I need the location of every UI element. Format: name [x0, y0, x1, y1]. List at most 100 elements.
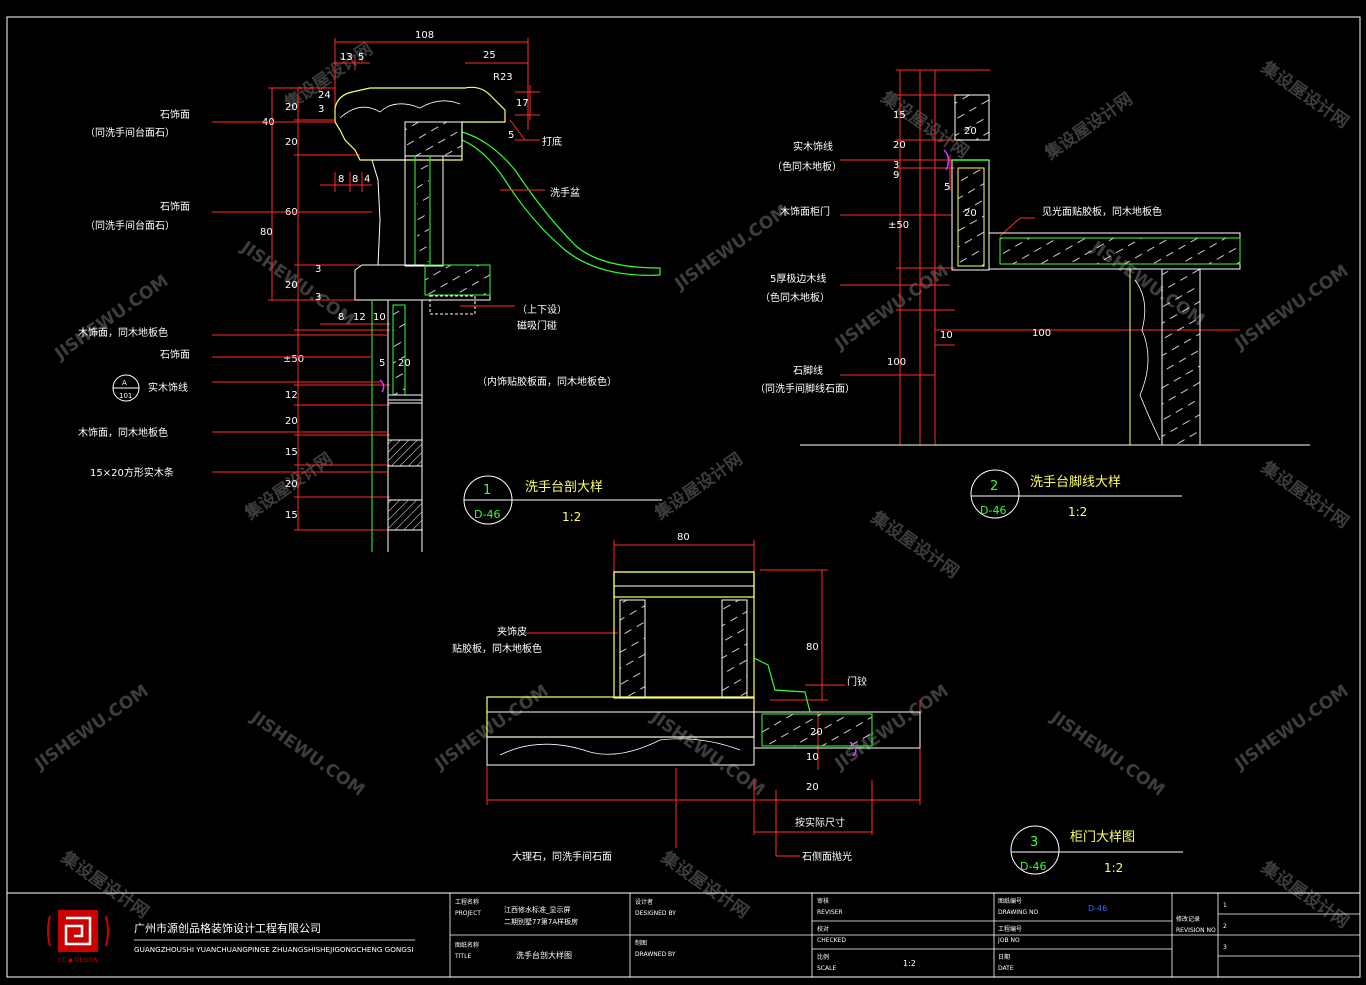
callout-number: 3: [1030, 835, 1038, 850]
drawing-no-label-cn: 图纸编号: [998, 897, 1022, 905]
section-tag: A 101: [112, 374, 140, 402]
dim-50: ±50: [283, 354, 304, 365]
project-value: 江西修水标准_显示屏: [504, 905, 571, 914]
label-stone-face: 石饰面: [160, 108, 190, 121]
reviser-label-en: REVISER: [817, 909, 843, 916]
dim-15: 15: [893, 110, 906, 121]
job-no-label-en: JOB NO: [997, 937, 1020, 944]
detail-3-section: 80 80 20 10 20 夹饰皮 贴胶板，同木地板色 门铰 大理石，同洗手间…: [452, 532, 1183, 875]
basin-outline: [461, 131, 661, 276]
detail-3-dimension-text: 80 80 20 10 20: [677, 532, 823, 793]
detail-2-dimension-lines: [840, 69, 1240, 445]
watermark-cn: 集设屋设计网: [866, 506, 962, 582]
detail-scale: 1:2: [1068, 505, 1087, 519]
dim-20: 20: [285, 102, 298, 113]
drawing-no-label-en: DRAWING NO: [998, 909, 1039, 916]
dim-5: 5: [379, 358, 385, 369]
dim-13: 13: [340, 52, 353, 63]
dim-5: 5: [944, 182, 950, 193]
company-name-en: GUANGZHOUSHI YUANCHUANGPINGE ZHUANGSHISH…: [134, 945, 414, 954]
dim-15: 15: [285, 510, 298, 521]
watermark-en: JISHEWU.COM: [1231, 261, 1353, 355]
dim-10: 10: [373, 312, 386, 323]
label-polish: 石侧面抛光: [802, 850, 852, 863]
dim-25: 25: [483, 50, 496, 61]
label-inner-note: （内饰贴胶板面，同木地板色）: [477, 375, 617, 388]
stone-side-column: [371, 159, 406, 266]
label-plinth-note: （同洗手间脚线石面）: [755, 382, 855, 395]
scale-label-en: SCALE: [817, 965, 836, 972]
dim-3: 3: [318, 104, 324, 115]
dim-8: 8: [338, 312, 344, 323]
watermark-en: JISHEWU.COM: [831, 261, 953, 355]
title-label-cn: 图纸名称: [455, 941, 479, 949]
dim-5: 5: [508, 130, 514, 141]
scale-value: 1:2: [903, 959, 916, 968]
dim-80: 80: [806, 642, 819, 653]
logo-caption: CC ◆ DESIGN: [58, 957, 98, 964]
detail-1-dimension-text: 108 13 5 25 R23 24 17 5 3 40 20 20 8 8 4…: [260, 30, 529, 521]
revision-row: 1: [1223, 902, 1227, 909]
label-stone-face: 石饰面: [160, 200, 190, 213]
watermark-cn: 集设屋设计网: [1256, 456, 1352, 532]
dim-20: 20: [964, 126, 977, 137]
hinge: [753, 657, 811, 713]
stone-texture: [339, 100, 461, 119]
revision-label-en: REVISION NO: [1176, 927, 1216, 934]
tag-top: A: [122, 379, 127, 387]
label-solid-line: 实木饰线: [148, 381, 188, 394]
dim-20: 20: [964, 208, 977, 219]
dim-12: 12: [353, 312, 366, 323]
dim-50: ±50: [888, 220, 909, 231]
watermark-cn: 集设屋设计网: [1040, 88, 1136, 164]
dim-3: 3: [315, 292, 321, 303]
revision-label-cn: 修改记录: [1176, 915, 1200, 923]
drawing-no-value: D-46: [1088, 904, 1107, 913]
detail-title: 柜门大样图: [1070, 830, 1135, 845]
designer-label-cn: 设计者: [635, 898, 653, 906]
door-frame: [613, 571, 755, 699]
dim-3: 3: [893, 160, 899, 171]
detail-3-labels: 夹饰皮 贴胶板，同木地板色 门铰 大理石，同洗手间石面 按实际尺寸 石侧面抛光: [452, 625, 867, 863]
watermark-en: JISHEWU.COM: [646, 707, 768, 801]
checked-label-en: CHECKED: [817, 937, 846, 944]
label-strip: 15×20方形实木条: [90, 466, 174, 479]
detail-scale: 1:2: [562, 510, 581, 524]
callout-number: 1: [483, 483, 491, 498]
label-edge-note: （色同木地板）: [760, 291, 830, 304]
wood-strip: [387, 499, 423, 531]
label-stone-note: （同洗手间台面石）: [85, 126, 175, 139]
dim-80: 80: [260, 227, 273, 238]
solid-wood-trim: [943, 149, 950, 171]
dim-20: 20: [806, 782, 819, 793]
label-solid-line: 实木饰线: [793, 140, 833, 153]
wood-shelf: [424, 264, 491, 296]
dim-r23: R23: [493, 72, 513, 83]
dim-10: 10: [806, 752, 819, 763]
project-label-en: PROJECT: [455, 910, 481, 917]
label-wood-face: 木饰面，同木地板色: [78, 426, 168, 439]
dim-8: 8: [338, 174, 344, 185]
drawn-label-en: DRAWNED BY: [635, 951, 676, 958]
dim-10: 10: [940, 330, 953, 341]
watermark-en: JISHEWU.COM: [246, 707, 368, 801]
label-marble: 大理石，同洗手间石面: [512, 850, 612, 863]
wood-strip: [387, 439, 423, 467]
detail-2-dimension-text: 15 20 9 3 ±50 5 20 20 10 100 100: [887, 110, 1051, 368]
project-value-2: 二期别墅77第7A样板房: [504, 917, 578, 926]
dim-3: 3: [315, 264, 321, 275]
wood-panel-vertical: [404, 155, 444, 267]
label-glue-note: 见光面贴胶板，同木地板色: [1042, 205, 1162, 218]
watermark-en: JISHEWU.COM: [1231, 681, 1353, 775]
detail-2-callout: 2 D-46 洗手台脚线大样 1:2: [970, 469, 1182, 519]
dim-100: 100: [887, 357, 906, 368]
dim-15: 15: [285, 447, 298, 458]
callout-ref: D-46: [474, 508, 500, 521]
title-block: CC ◆ DESIGN 广州市源创品格装饰设计工程有限公司 GUANGZHOUS…: [7, 892, 1360, 977]
detail-1-section: 108 13 5 25 R23 24 17 5 3 40 20 20 8 8 4…: [78, 30, 662, 552]
label-veneer: 夹饰皮: [497, 625, 527, 638]
callout-ref: D-46: [980, 504, 1006, 517]
label-veneer-note: 贴胶板，同木地板色: [452, 642, 542, 655]
detail-3-dimension-lines: [486, 540, 921, 857]
